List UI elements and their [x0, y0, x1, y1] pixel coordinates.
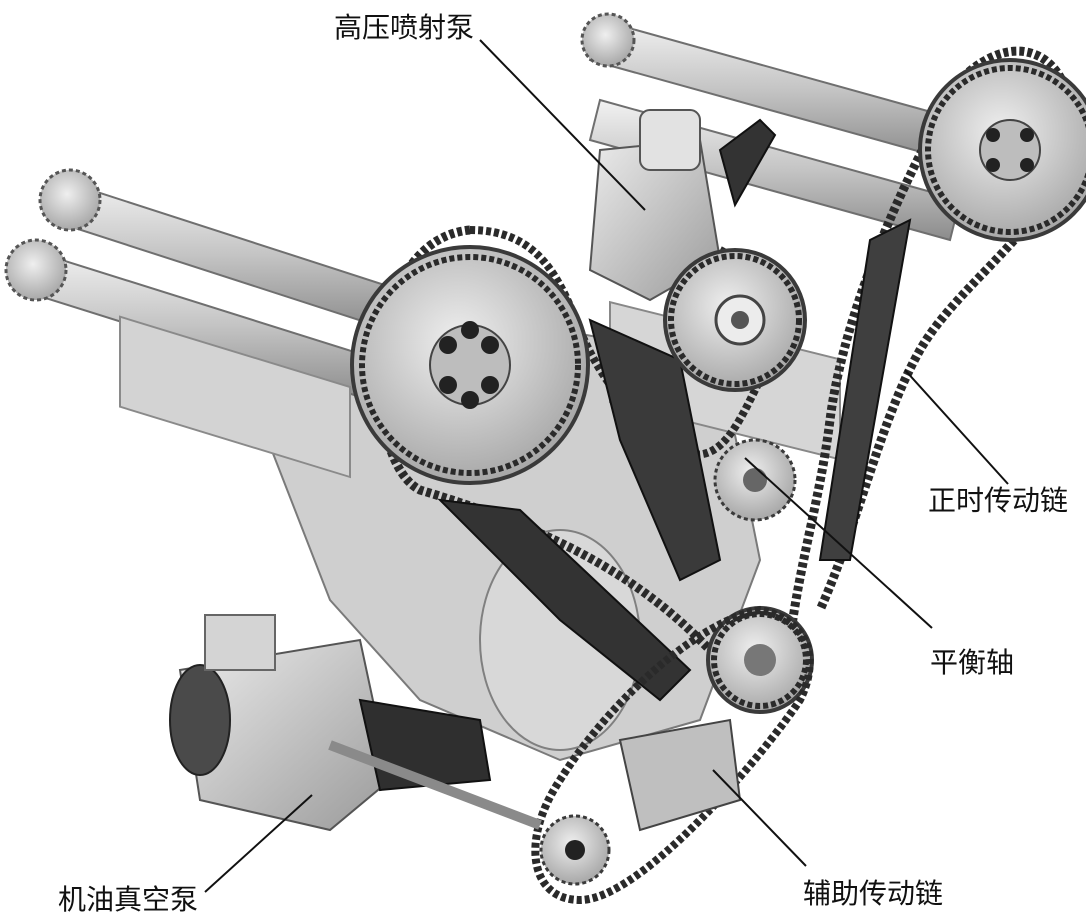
label-timing-chain: 正时传动链: [928, 484, 1069, 517]
camshaft-sprocket-left: [350, 245, 590, 485]
camshafts-front: [4, 168, 402, 479]
leader-balance-shaft: [744, 457, 933, 629]
label-balance-shaft: 平衡轴: [930, 646, 1015, 679]
leader-lines: [204, 39, 1009, 893]
pump-drive-sprocket: [663, 248, 807, 392]
oil-vacuum-pump: [169, 614, 542, 832]
leader-high-pressure-pump: [479, 39, 646, 211]
leader-oil-vacuum-pump: [204, 794, 313, 893]
chain-guides: [437, 218, 912, 702]
balance-shaft-gear: [713, 438, 797, 522]
label-high-pressure-pump: 高压喷射泵: [334, 11, 475, 44]
label-oil-vacuum-pump: 机油真空泵: [58, 883, 199, 916]
auxiliary-chain: [531, 605, 814, 905]
label-auxiliary-chain: 辅助传动链: [803, 877, 944, 910]
leader-auxiliary-chain: [712, 769, 807, 867]
camshaft-sprocket-right: [918, 58, 1086, 242]
high-pressure-pump: [588, 109, 777, 302]
leader-timing-chain: [904, 369, 1009, 485]
